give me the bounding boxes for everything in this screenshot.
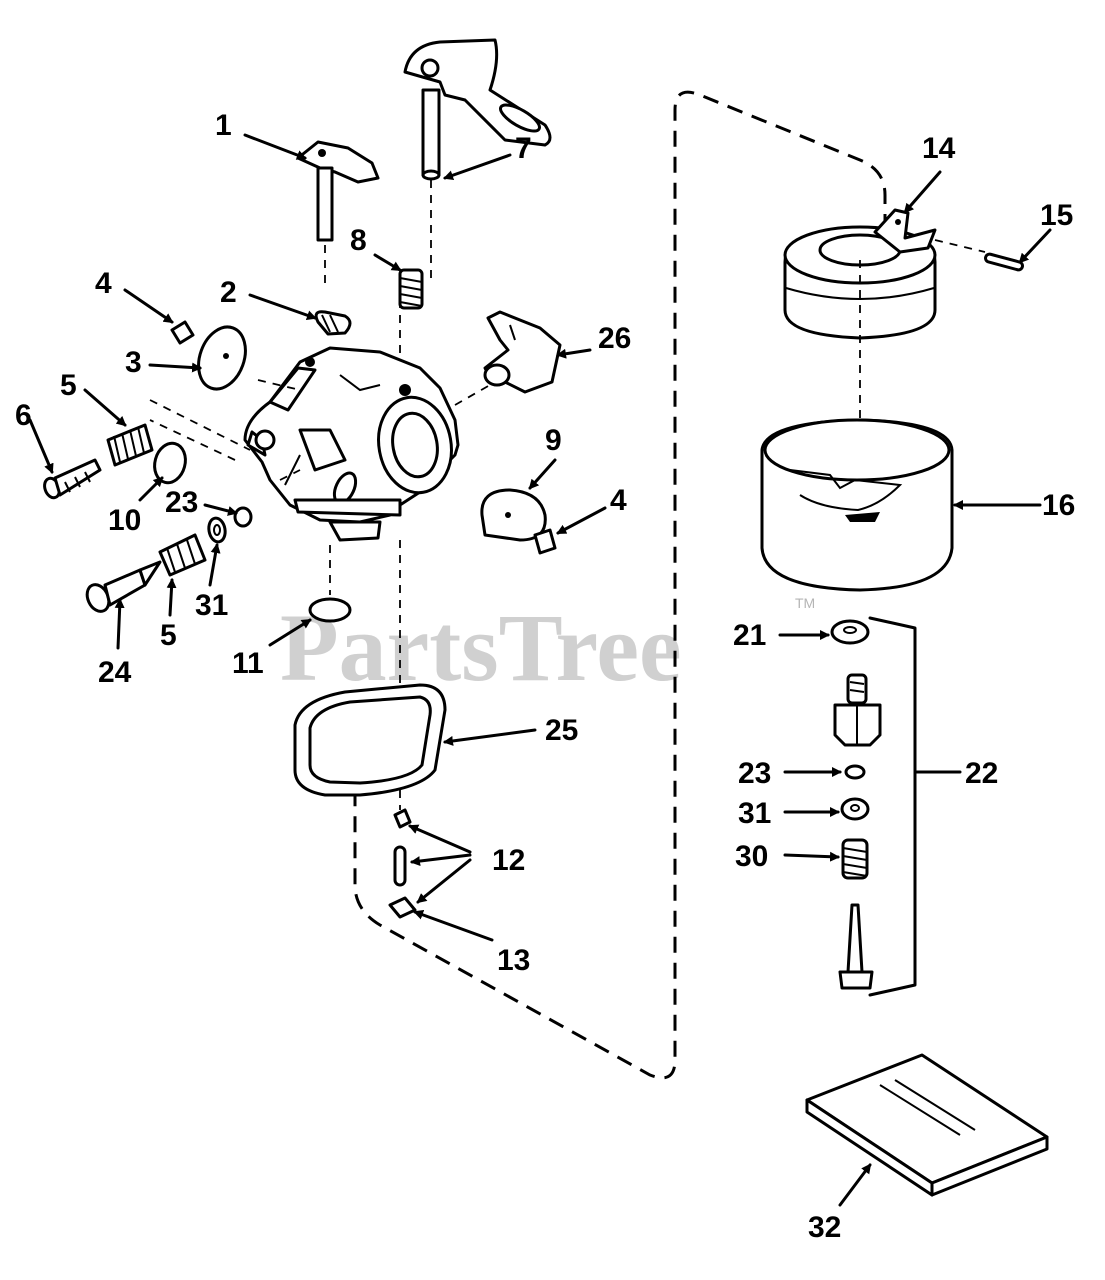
screw-part-right [533, 528, 557, 555]
choke-lever-part [296, 140, 380, 242]
callout-1: 1 [215, 109, 232, 142]
instruction-card-part [805, 1053, 1049, 1197]
washer-part-right [844, 764, 866, 780]
callout-21: 21 [733, 619, 766, 652]
callout-31-right: 31 [738, 797, 771, 830]
plate-part [480, 488, 547, 542]
plug-part-left [170, 320, 195, 345]
bracket-22 [868, 616, 917, 997]
carburetor-body-part [243, 346, 460, 542]
callout-23-left: 23 [165, 486, 198, 519]
callout-8: 8 [350, 224, 367, 257]
spring-part-30 [841, 838, 869, 880]
callout-3: 3 [125, 346, 142, 379]
callout-11: 11 [232, 647, 264, 680]
bowl-alignment-lines [329, 540, 401, 810]
o-ring-part-left [207, 516, 227, 544]
body-alignment-lines [149, 379, 491, 481]
gasket-disk-part [153, 441, 187, 485]
callout-4-left: 4 [95, 267, 112, 300]
spring-part [398, 268, 424, 310]
spring-part-upper-left [106, 423, 154, 467]
needle-screw-part [85, 560, 162, 613]
callout-24: 24 [98, 656, 132, 689]
callout-14: 14 [922, 132, 956, 165]
callout-15: 15 [1040, 199, 1073, 232]
main-jet-nut-part [833, 673, 882, 747]
watermark-trademark: TM [795, 595, 815, 611]
pin-part [984, 252, 1024, 272]
callout-4-right: 4 [610, 484, 627, 517]
float-bowl-part [760, 418, 954, 592]
assembly-dashed-outline [353, 90, 887, 1080]
float-part [783, 208, 937, 340]
callout-22: 22 [965, 757, 998, 790]
callout-12: 12 [492, 844, 525, 877]
needle-valve-parts [388, 808, 417, 919]
callout-25: 25 [545, 714, 578, 747]
gasket-ring-part [293, 683, 447, 797]
throttle-shaft-part [403, 38, 552, 181]
leader-arrows [28, 133, 1052, 1207]
small-spring-part [314, 310, 352, 336]
callout-31-left: 31 [195, 589, 228, 622]
callout-6: 6 [15, 399, 32, 432]
callout-2: 2 [220, 276, 237, 309]
callout-13: 13 [497, 944, 530, 977]
callout-9: 9 [545, 424, 562, 457]
spring-part-lower-left [158, 533, 207, 577]
callout-32: 32 [808, 1211, 841, 1244]
disk-part [197, 325, 247, 391]
o-ring-part-right [840, 797, 870, 821]
callout-10: 10 [108, 504, 141, 537]
callout-labels: 1 7 8 2 4 3 5 6 26 9 4 10 23 31 5 24 11 … [15, 109, 1075, 1244]
callout-26: 26 [598, 322, 631, 355]
callout-5-lower: 5 [160, 619, 177, 652]
float-alignment-lines [859, 239, 986, 560]
callout-16: 16 [1042, 489, 1075, 522]
callout-7: 7 [515, 132, 532, 165]
fuel-fitting-part [483, 310, 562, 394]
washer-part-left [233, 506, 253, 528]
needle-part [838, 903, 874, 990]
callout-5-upper: 5 [60, 369, 77, 402]
washer-part-21 [830, 619, 870, 645]
callout-23-right: 23 [738, 757, 771, 790]
callout-30: 30 [735, 840, 768, 873]
disk-part-11 [308, 597, 352, 623]
screw-part [43, 458, 102, 500]
